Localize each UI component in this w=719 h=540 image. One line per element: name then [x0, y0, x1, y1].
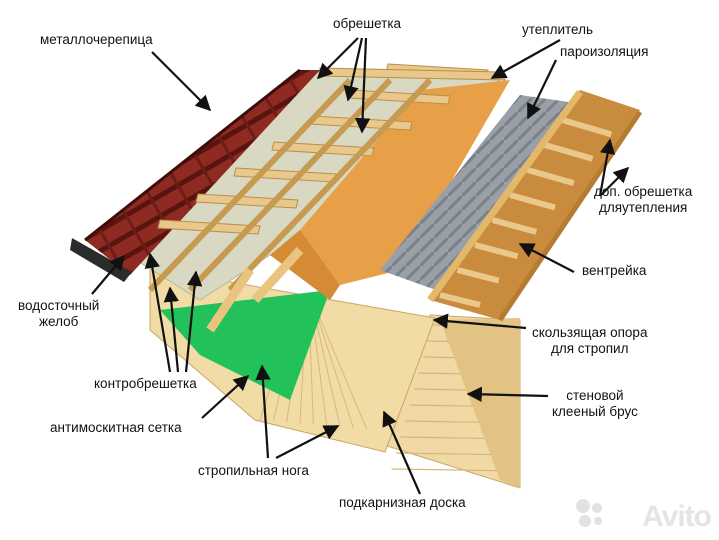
label-wall-beam-line1: стеновой	[566, 388, 624, 403]
rafter-leg	[206, 267, 254, 333]
arrow-counter-batten-1	[144, 252, 172, 373]
rafter-edge-right	[427, 89, 583, 303]
avito-logo-icon	[576, 499, 602, 527]
extra-batten-slat	[456, 267, 500, 284]
counter-batten-slat	[187, 77, 393, 293]
extra-batten-slat	[544, 142, 594, 162]
insulation-board-edge	[270, 230, 340, 300]
eave-plank-line	[315, 310, 354, 428]
label-mosquito-net: антимоскитная сетка	[50, 420, 182, 435]
arrow-eave-board	[382, 410, 422, 495]
label-vent-bar: вентрейка	[582, 263, 647, 278]
arrow-batten-1	[316, 37, 359, 80]
arrow-batten-3	[354, 37, 371, 134]
label-metal-tile: металлочерепица	[40, 32, 153, 47]
label-extra-batten-line1: доп. обрешетка	[594, 184, 693, 199]
arrow-counter-batten-2	[163, 286, 180, 373]
arrow-wall-beam	[466, 386, 549, 403]
label-wall-beam: стеновой клееный брус	[552, 388, 638, 420]
counter-batten-slat	[147, 77, 353, 293]
extra-batten-slat	[491, 217, 538, 235]
extra-batten-slat	[474, 242, 519, 260]
extra-batten-slat	[509, 192, 556, 211]
label-rafter: стропильная нога	[198, 463, 309, 478]
watermark: Avito	[642, 500, 712, 533]
arrow-sliding-support	[432, 313, 527, 330]
label-insulation: утеплитель	[522, 22, 594, 37]
arrow-gutter	[91, 254, 125, 295]
mosquito-net-layer	[160, 290, 330, 400]
eave-plank-line	[312, 308, 341, 427]
arrow-vent-bar	[518, 243, 575, 273]
arrow-metal-tile	[151, 51, 212, 112]
label-extra-batten-line2: дляутепления	[598, 200, 688, 215]
wall-beam-side	[440, 318, 520, 488]
arrow-batten-2	[343, 37, 364, 102]
tile-edge	[84, 68, 301, 242]
label-extra-batten: доп. обрешетка дляутепления	[594, 184, 692, 216]
label-sliding-support-line2: для стропил	[550, 341, 629, 356]
arrow-extra-batten-1	[599, 166, 630, 197]
pointer-arrows	[91, 37, 630, 495]
arrow-vapor-barrier	[527, 59, 557, 120]
arrow-extra-batten-2	[598, 138, 616, 197]
extra-batten-slat	[439, 292, 481, 308]
arrow-rafter-2	[275, 425, 340, 459]
roof-layers	[70, 63, 643, 489]
extra-batten-slat	[561, 117, 613, 138]
label-batten: обрешетка	[333, 16, 402, 31]
frame-edge-right	[497, 110, 643, 322]
label-sliding-support-line1: скользящая опора	[532, 325, 648, 340]
label-eave-board: подкарнизная доска	[339, 495, 466, 510]
label-sliding-support: скользящая опора для стропил	[532, 325, 647, 357]
label-wall-beam-line2: клееный брус	[552, 404, 638, 419]
insulation-board-layer	[300, 80, 510, 285]
metal-tile-layer	[85, 70, 320, 275]
rafter-leg	[251, 246, 304, 304]
label-vapor-barrier: пароизоляция	[560, 44, 649, 59]
arrow-mosquito-net	[201, 374, 250, 419]
arrow-rafter-1	[255, 364, 271, 459]
eave-plank-line	[317, 312, 368, 430]
arrow-counter-batten-3	[184, 270, 203, 373]
counter-batten-slat	[227, 77, 433, 293]
extra-batten-slat	[526, 167, 575, 187]
label-gutter: водосточный желоб	[18, 298, 99, 330]
label-gutter-line2: желоб	[38, 314, 79, 329]
arrow-insulation	[490, 39, 561, 79]
label-gutter-line1: водосточный	[18, 298, 100, 313]
label-counter-batten: контробрешетка	[94, 376, 197, 391]
